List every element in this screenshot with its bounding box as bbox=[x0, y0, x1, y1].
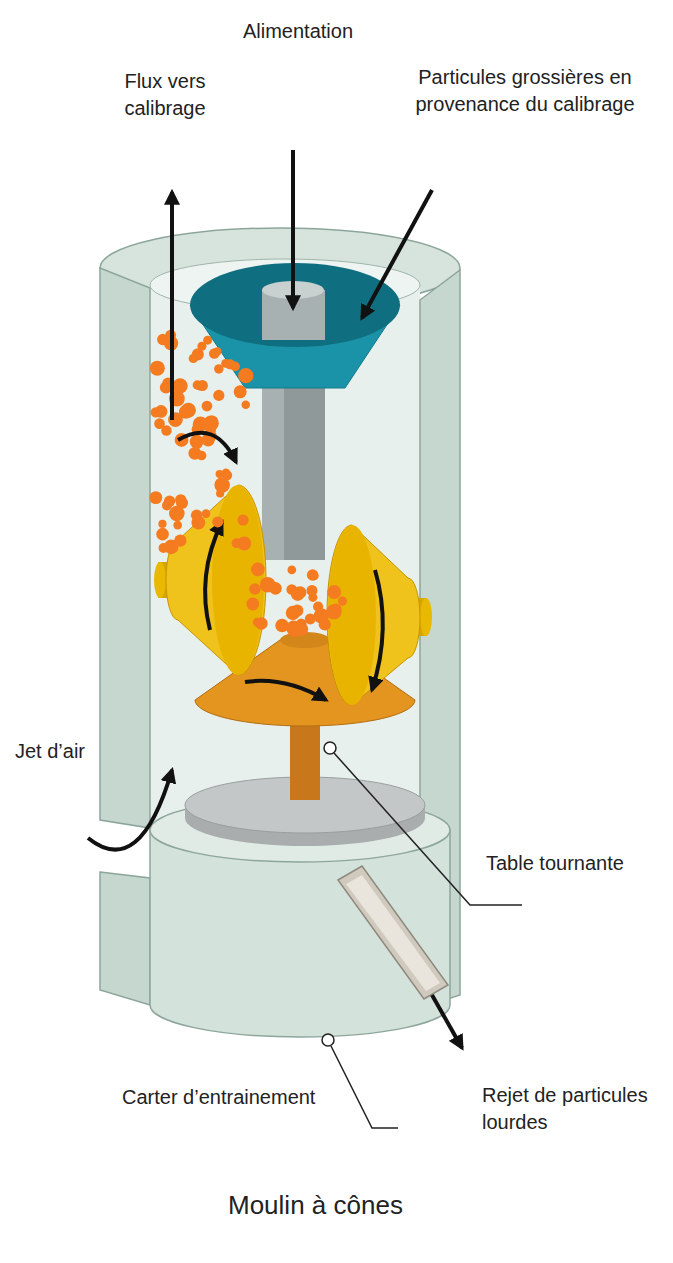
particle bbox=[169, 506, 185, 522]
particle bbox=[155, 405, 168, 418]
left-cone-part bbox=[212, 485, 264, 675]
particle bbox=[326, 604, 341, 619]
outer-cylinder-part bbox=[100, 268, 150, 828]
flow-arrows-part bbox=[88, 770, 172, 850]
particle bbox=[150, 361, 165, 376]
drive-housing-part bbox=[322, 1034, 334, 1046]
particle bbox=[287, 566, 296, 575]
particle bbox=[158, 520, 166, 528]
particle bbox=[202, 401, 213, 412]
particle bbox=[249, 583, 261, 595]
rejection-chute-part bbox=[432, 995, 462, 1048]
particle bbox=[237, 514, 248, 525]
particle bbox=[190, 435, 204, 449]
housing-label: Carter d’entrainement bbox=[122, 1084, 315, 1111]
particle bbox=[260, 577, 276, 593]
particle bbox=[222, 469, 230, 477]
particle bbox=[188, 447, 201, 460]
flow-arrows-part bbox=[170, 192, 174, 420]
flow-arrows bbox=[88, 150, 432, 850]
particle bbox=[291, 587, 305, 601]
flow-arrows-part bbox=[178, 433, 236, 462]
feed-label: Alimentation bbox=[220, 18, 376, 45]
particles bbox=[149, 330, 347, 637]
air-jet-label: Jet d’air bbox=[15, 738, 85, 765]
particle bbox=[149, 491, 162, 504]
particle bbox=[193, 416, 208, 431]
left-cone-part bbox=[205, 522, 222, 630]
particle bbox=[251, 563, 265, 577]
leader-lines-part bbox=[331, 1046, 398, 1128]
particle bbox=[174, 534, 186, 546]
left-cone-part bbox=[154, 562, 166, 598]
outer-cylinder-part bbox=[100, 872, 150, 1005]
left-cone-part bbox=[166, 485, 266, 675]
coarse-return-label: Particules grossières en provenance du c… bbox=[384, 64, 666, 118]
particle bbox=[202, 509, 211, 518]
leader-lines-part bbox=[334, 753, 522, 905]
particle bbox=[338, 597, 347, 606]
particle bbox=[238, 368, 253, 383]
particle bbox=[156, 528, 169, 541]
particle bbox=[159, 543, 169, 553]
particle bbox=[234, 385, 247, 398]
particle bbox=[287, 622, 302, 637]
leader-lines bbox=[331, 753, 522, 1128]
particle bbox=[232, 538, 242, 548]
particle bbox=[255, 617, 268, 630]
particle bbox=[175, 494, 186, 505]
rejection-chute-part bbox=[338, 866, 448, 999]
particle bbox=[291, 605, 303, 617]
particle bbox=[212, 516, 223, 527]
particle bbox=[306, 585, 317, 596]
rotating-table-part bbox=[324, 742, 336, 754]
particle bbox=[162, 501, 172, 511]
particle bbox=[189, 354, 198, 363]
table-label: Table tournante bbox=[486, 850, 624, 877]
right-cone bbox=[327, 525, 432, 705]
rejection-chute-part bbox=[346, 875, 440, 991]
rejection-chute bbox=[338, 866, 462, 1048]
particle bbox=[246, 598, 259, 611]
flow-arrows-part bbox=[362, 190, 432, 318]
particle bbox=[195, 381, 204, 390]
particle bbox=[307, 569, 319, 581]
right-cone-part bbox=[327, 525, 420, 705]
left-cone bbox=[154, 485, 266, 675]
particle bbox=[197, 342, 206, 351]
particle bbox=[214, 477, 230, 493]
right-cone-part bbox=[420, 598, 432, 636]
particle bbox=[209, 348, 220, 359]
particle bbox=[241, 401, 249, 409]
particle bbox=[191, 516, 205, 530]
rotating-table-part bbox=[245, 681, 326, 700]
drive-housing bbox=[150, 798, 450, 1046]
caption: Moulin à cônes bbox=[228, 1190, 403, 1221]
flow-label: Flux vers calibrage bbox=[100, 68, 230, 122]
flow-arrows-part bbox=[291, 150, 295, 308]
particle bbox=[173, 521, 182, 530]
particle bbox=[225, 359, 235, 369]
particle bbox=[154, 418, 165, 429]
particle bbox=[213, 390, 224, 401]
particle bbox=[310, 572, 319, 581]
reject-label: Rejet de particules lourdes bbox=[482, 1082, 667, 1136]
particle bbox=[327, 585, 341, 599]
right-cone-part bbox=[372, 570, 383, 690]
